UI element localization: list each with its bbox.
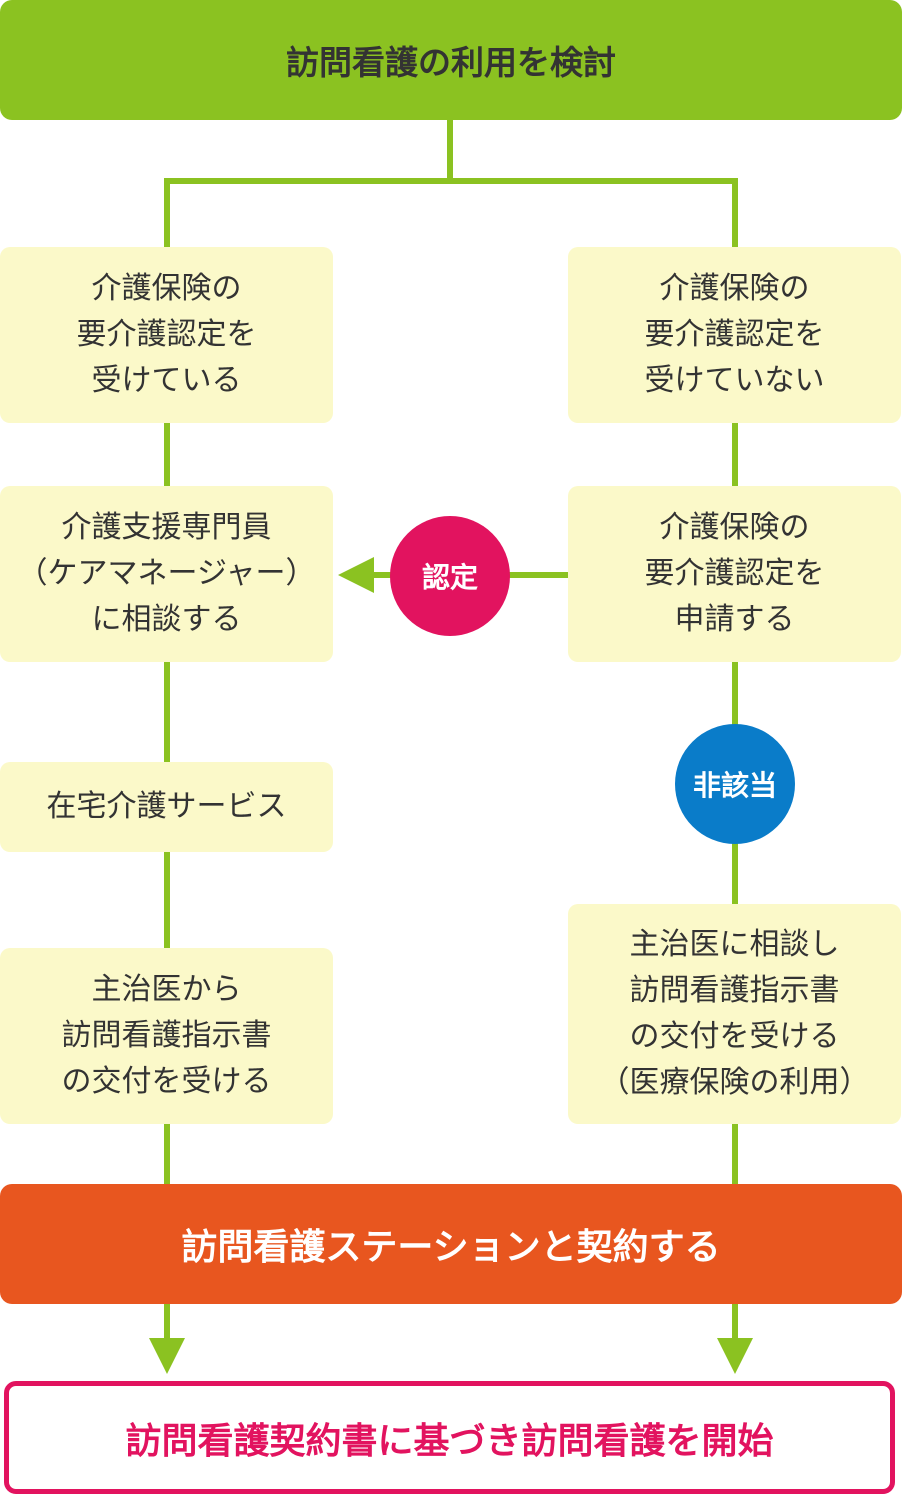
left-box-get-instruction-text: 主治医から 訪問看護指示書 の交付を受ける bbox=[61, 972, 272, 1099]
certified-badge-label: 認定 bbox=[421, 561, 478, 594]
connector-left-4 bbox=[164, 849, 170, 952]
right-box-consult-doctor-text: 主治医に相談し 訪問看護指示書 の交付を受ける （医療保険の利用） bbox=[599, 927, 870, 1100]
left-box-home-care-service: 在宅介護サービス bbox=[0, 762, 333, 852]
right-box-apply-certification: 介護保険の 要介護認定を 申請する bbox=[568, 486, 901, 662]
arrow-left-to-care-manager bbox=[338, 557, 374, 593]
connector-bottom-left bbox=[164, 1302, 170, 1342]
connector-left-2 bbox=[164, 420, 170, 488]
connector-right-4 bbox=[732, 1120, 738, 1186]
start-visiting-nursing-text: 訪問看護契約書に基づき訪問看護を開始 bbox=[125, 1420, 774, 1462]
connector-left-5 bbox=[164, 1120, 170, 1186]
left-box-consult-care-manager: 介護支援専門員 （ケアマネージャー） に相談する bbox=[0, 486, 333, 662]
connector-bottom-right bbox=[732, 1302, 738, 1342]
arrow-down-left bbox=[149, 1338, 185, 1374]
left-box-get-instruction: 主治医から 訪問看護指示書 の交付を受ける bbox=[0, 948, 333, 1124]
left-box-has-certification: 介護保険の 要介護認定を 受けている bbox=[0, 247, 333, 423]
start-visiting-nursing-bar: 訪問看護契約書に基づき訪問看護を開始 bbox=[4, 1381, 895, 1494]
connector-top-vertical bbox=[447, 118, 453, 184]
contract-station-bar: 訪問看護ステーションと契約する bbox=[0, 1184, 902, 1304]
right-box-apply-certification-text: 介護保険の 要介護認定を 申請する bbox=[644, 510, 825, 637]
left-box-consult-care-manager-text: 介護支援専門員 （ケアマネージャー） に相談する bbox=[17, 510, 316, 637]
right-box-no-certification: 介護保険の 要介護認定を 受けていない bbox=[568, 247, 901, 423]
consider-visiting-nursing-header: 訪問看護の利用を検討 bbox=[0, 0, 902, 120]
contract-station-text: 訪問看護ステーションと契約する bbox=[181, 1227, 721, 1268]
connector-top-horizontal bbox=[164, 178, 738, 184]
left-box-home-care-service-text: 在宅介護サービス bbox=[46, 789, 287, 824]
right-box-no-certification-text: 介護保険の 要介護認定を 受けていない bbox=[644, 271, 825, 398]
not-applicable-badge: 非該当 bbox=[675, 724, 795, 844]
arrow-down-right bbox=[717, 1338, 753, 1374]
not-applicable-badge-label: 非該当 bbox=[692, 769, 777, 802]
certified-badge: 認定 bbox=[390, 516, 510, 636]
connector-left-down-1 bbox=[164, 178, 170, 250]
connector-right-2 bbox=[732, 420, 738, 488]
header-text: 訪問看護の利用を検討 bbox=[286, 43, 616, 82]
connector-right-down-1 bbox=[732, 178, 738, 250]
left-box-has-certification-text: 介護保険の 要介護認定を 受けている bbox=[76, 271, 257, 398]
right-box-consult-doctor: 主治医に相談し 訪問看護指示書 の交付を受ける （医療保険の利用） bbox=[568, 904, 901, 1124]
connector-left-3 bbox=[164, 660, 170, 764]
